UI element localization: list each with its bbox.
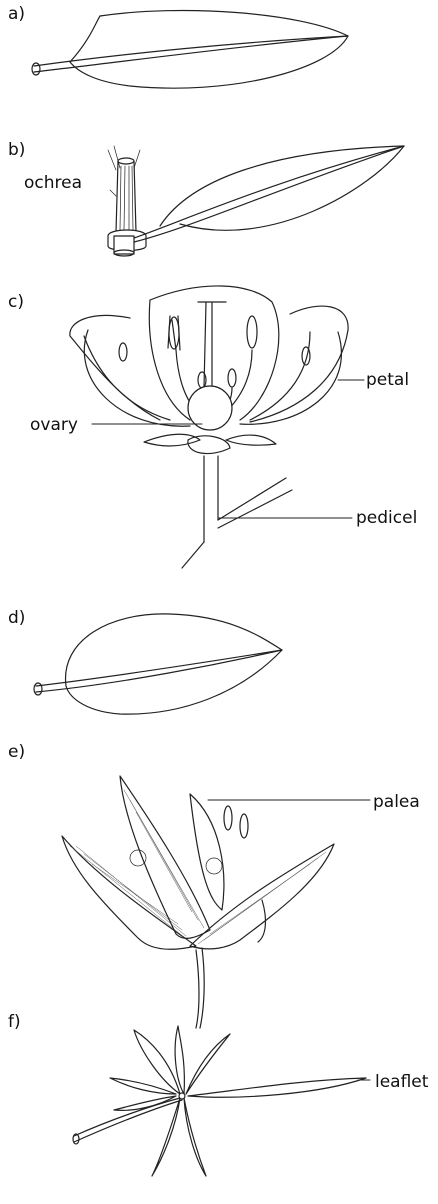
panel-b-ochrea-leaf — [108, 146, 404, 256]
panel-d-leaf — [34, 614, 282, 714]
panel-f-palmate-leaf — [73, 1026, 370, 1176]
panel-a-leaf — [32, 10, 348, 88]
panel-c-flower — [70, 286, 364, 568]
panel-e-spikelet — [62, 776, 370, 1028]
